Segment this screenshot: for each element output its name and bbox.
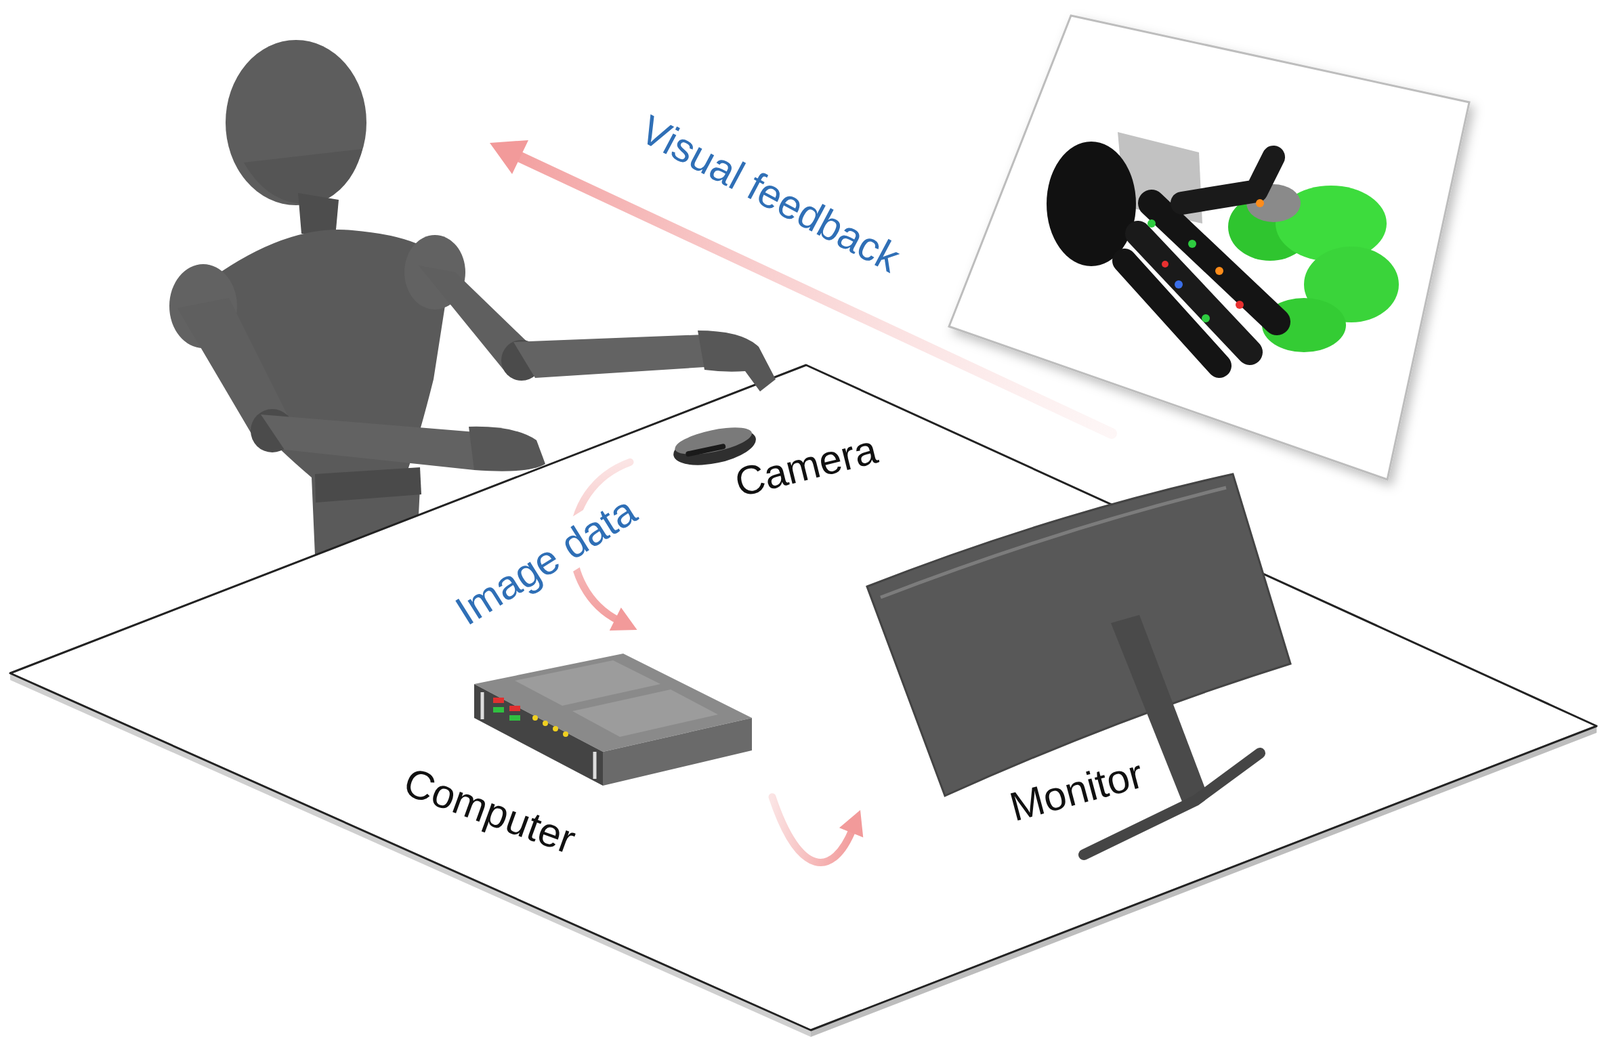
computer-rack-part xyxy=(552,726,559,732)
hand-model-inset-part-part xyxy=(1161,260,1169,268)
connector-line xyxy=(772,797,853,863)
hand-model-inset-part-part xyxy=(1182,157,1274,204)
hand-model-inset-part-part xyxy=(1188,239,1197,248)
computer-rack xyxy=(474,653,752,786)
computer-rack-part xyxy=(593,751,597,780)
computer-rack-part xyxy=(509,715,521,721)
computer-rack-part xyxy=(509,705,521,712)
device-label: Computer xyxy=(397,758,582,864)
device-node: Computer xyxy=(386,629,773,869)
computer-rack-part xyxy=(602,718,752,786)
mannequin-body-part xyxy=(314,467,422,503)
mannequin-arms-part xyxy=(468,426,546,472)
computer-rack-part xyxy=(542,720,549,727)
computer-rack-part xyxy=(572,689,719,738)
device-label: Monitor xyxy=(1004,750,1148,831)
flow-label: Visual feedback xyxy=(632,105,908,282)
mannequin-arms-part xyxy=(513,334,705,378)
mannequin-body-part xyxy=(225,39,367,206)
hand-model-inset-part-part xyxy=(1255,199,1265,208)
device-node: Camera xyxy=(629,406,915,512)
mannequin-body xyxy=(169,39,466,556)
arrow-head xyxy=(609,607,638,631)
device-node: Monitor xyxy=(860,460,1308,868)
flow-label: Image data xyxy=(443,485,648,637)
mannequin-arms-part xyxy=(697,330,776,392)
computer-rack-part xyxy=(493,697,504,704)
hand-model-inset-part-part xyxy=(1046,141,1136,267)
computer-rack-part xyxy=(532,715,538,721)
monitor-display-part xyxy=(880,487,1227,598)
arrow-head xyxy=(839,810,863,838)
hand-model-inset-part xyxy=(949,15,1470,480)
camera-device-part xyxy=(672,422,754,460)
camera-device-part xyxy=(685,443,727,458)
monitor-display-part xyxy=(867,474,1291,796)
hand-model-inset-part-part xyxy=(1147,219,1156,228)
computer-rack-part xyxy=(474,684,603,786)
mannequin-arms-part xyxy=(260,414,476,471)
hand-model-inset-part-part xyxy=(1124,260,1220,366)
monitor-display xyxy=(867,474,1291,855)
hand-model-inset-part-part xyxy=(1235,300,1244,309)
hand-model-inset-part-part xyxy=(1174,280,1183,289)
flow-connector xyxy=(772,797,863,863)
device-label: Camera xyxy=(730,426,882,507)
hand-model-inset-part-part xyxy=(1201,314,1210,323)
computer-rack-part xyxy=(480,692,485,720)
hand-model-inset xyxy=(949,15,1470,480)
hand-model-inset-part-part xyxy=(1215,266,1224,276)
feedback-arrow-part xyxy=(489,140,529,175)
computer-rack-part xyxy=(493,707,504,713)
computer-rack-part xyxy=(562,731,569,738)
mannequin-arms xyxy=(177,265,776,472)
hand-model-inset-part xyxy=(1046,132,1399,366)
